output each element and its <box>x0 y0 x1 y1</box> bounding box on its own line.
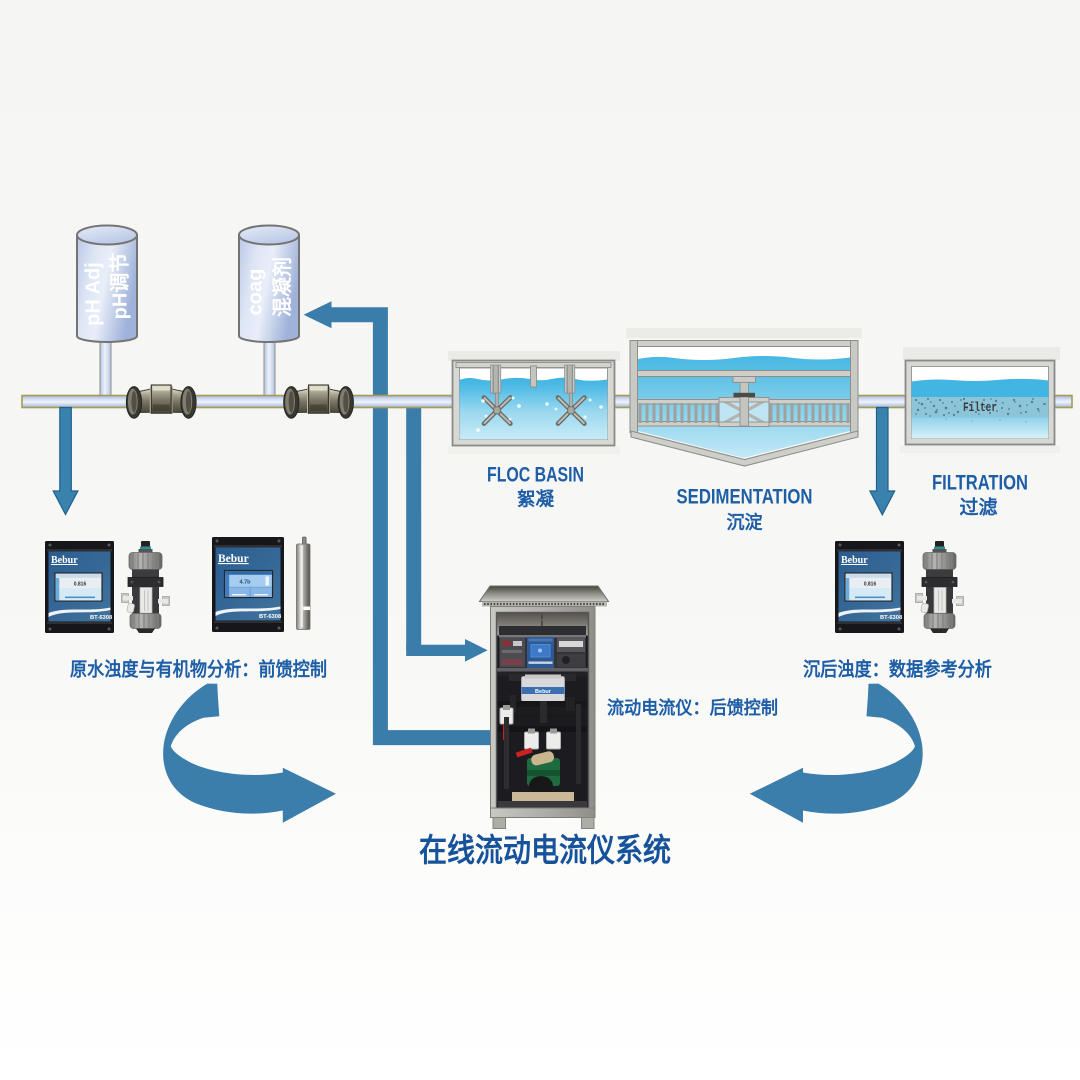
svg-text:Bebur: Bebur <box>535 689 552 695</box>
svg-text:FLOC BASIN: FLOC BASIN <box>487 464 584 487</box>
svg-text:0.816: 0.816 <box>74 582 87 588</box>
svg-text:SEDIMENTATION: SEDIMENTATION <box>677 485 813 509</box>
svg-text:流动电流仪：后馈控制: 流动电流仪：后馈控制 <box>607 697 778 718</box>
svg-text:coag: coag <box>244 269 266 316</box>
svg-text:pH Adj: pH Adj <box>82 262 104 326</box>
svg-text:Bebur: Bebur <box>218 553 249 565</box>
svg-text:沉后浊度：数据参考分析: 沉后浊度：数据参考分析 <box>803 658 992 681</box>
svg-text:BT-6308: BT-6308 <box>90 615 113 621</box>
svg-text:原水浊度与有机物分析：前馈控制: 原水浊度与有机物分析：前馈控制 <box>70 658 327 681</box>
svg-text:FILTRATION: FILTRATION <box>932 471 1028 495</box>
svg-text:沉淀: 沉淀 <box>727 512 764 533</box>
svg-text:絮凝: 絮凝 <box>517 489 555 510</box>
svg-text:过滤: 过滤 <box>959 497 997 519</box>
svg-text:BT-6308: BT-6308 <box>259 614 282 620</box>
svg-text:混凝剂: 混凝剂 <box>270 257 294 317</box>
svg-text:Filter: Filter <box>963 400 997 415</box>
svg-text:Bebur: Bebur <box>51 555 78 566</box>
svg-text:pH调节: pH调节 <box>107 253 131 320</box>
svg-text:在线流动电流仪系统: 在线流动电流仪系统 <box>419 832 671 868</box>
svg-text:4.7b: 4.7b <box>239 580 251 586</box>
